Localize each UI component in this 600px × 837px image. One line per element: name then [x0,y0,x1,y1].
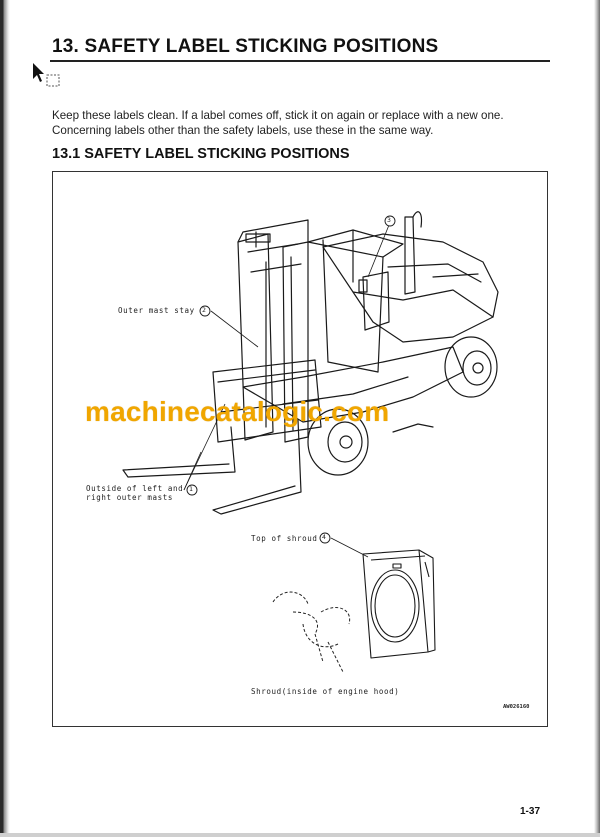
scan-edge-left [0,0,10,837]
callout-num-4: 4 [322,533,327,541]
scan-edge-right [594,0,600,837]
forklift-illustration [122,211,499,673]
callout-top-of-shroud: Top of shroud [251,534,318,543]
callout-outside-masts-line2: right outer masts [86,493,173,502]
scan-edge-bottom [0,833,600,837]
title-underline [50,60,550,62]
subsection-title: 13.1 SAFETY LABEL STICKING POSITIONS [52,146,350,162]
callout-outer-mast-stay: Outer mast stay [118,306,195,315]
intro-paragraph: Keep these labels clean. If a label come… [52,109,504,137]
page-number: 1-37 [520,806,541,817]
callout-num-2: 2 [202,306,207,314]
mouse-cursor-icon [33,63,60,87]
figure-frame: Outer mast stay 2 Outside of left and ri… [52,171,548,727]
callout-num-3: 3 [387,216,392,224]
callout-num-1: 1 [189,485,194,493]
callout-outside-masts-line1: Outside of left and [86,484,184,493]
figure-code: AW026160 [503,704,530,710]
watermark: machinecatalogic.com [85,396,390,427]
callout-shroud-inside: Shroud(inside of engine hood) [251,687,400,696]
section-title: 13. SAFETY LABEL STICKING POSITIONS [52,36,439,57]
